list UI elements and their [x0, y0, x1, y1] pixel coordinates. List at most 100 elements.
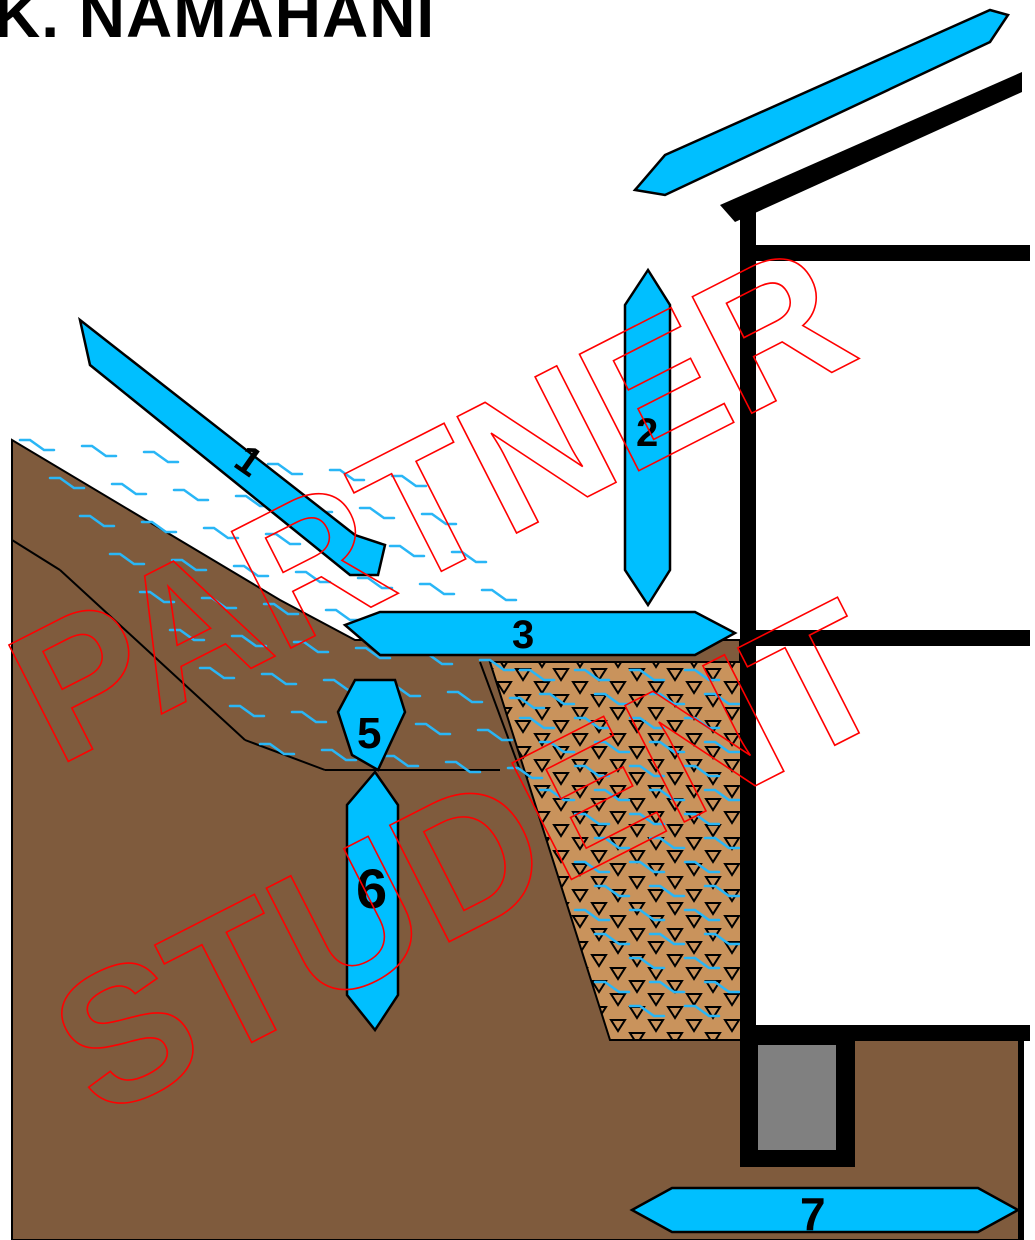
water-dash: [506, 766, 544, 780]
water-dash: [48, 476, 86, 490]
water-dash: [390, 474, 428, 488]
water-dash: [573, 764, 611, 778]
water-dash: [703, 692, 741, 706]
water-dash: [358, 506, 396, 520]
water-dash: [388, 544, 426, 558]
water-dash: [262, 602, 300, 616]
water-dash: [170, 558, 208, 572]
water-dash: [628, 908, 666, 922]
water-dash: [290, 710, 328, 724]
water-dash: [683, 1004, 721, 1018]
water-dash: [593, 980, 631, 994]
water-dash: [593, 932, 631, 946]
label-7: 7: [800, 1188, 826, 1240]
flow-arrows: [78, 8, 1021, 1234]
water-dash: [703, 740, 741, 754]
water-dash: [418, 582, 456, 596]
water-dash: [628, 716, 666, 730]
water-dash: [518, 716, 556, 730]
water-dash: [538, 788, 576, 802]
water-dash: [703, 980, 741, 994]
water-dash: [628, 1004, 666, 1018]
water-dash: [140, 520, 178, 534]
water-dash: [703, 884, 741, 898]
water-dash: [382, 754, 420, 768]
water-dash: [573, 668, 611, 682]
water-dash: [478, 658, 516, 672]
basement-wall: [740, 210, 756, 1030]
water-dash: [593, 740, 631, 754]
water-dash: [703, 932, 741, 946]
arrow-6: [345, 769, 400, 1033]
water-dash: [593, 884, 631, 898]
water-dash: [446, 690, 484, 704]
diagram-title: K. NAMAHANI: [0, 0, 436, 51]
label-5: 5: [357, 709, 381, 758]
water-dash: [573, 860, 611, 874]
water-dash: [80, 444, 118, 458]
water-dash: [648, 884, 686, 898]
water-dash: [200, 596, 238, 610]
water-dash: [142, 450, 180, 464]
water-dash: [538, 740, 576, 754]
water-dash: [648, 692, 686, 706]
water-dash: [538, 692, 576, 706]
arrow-3: [342, 610, 738, 657]
water-dash: [228, 704, 266, 718]
water-dash: [354, 646, 392, 660]
water-dash: [683, 812, 721, 826]
water-dash: [444, 760, 482, 774]
water-dash: [78, 514, 116, 528]
water-dash: [110, 482, 148, 496]
water-dash: [628, 956, 666, 970]
water-dash: [593, 788, 631, 802]
water-dash: [628, 812, 666, 826]
footing-core: [758, 1045, 836, 1150]
water-dash: [230, 634, 268, 648]
water-dash: [356, 576, 394, 590]
arrow-roof: [632, 8, 1010, 197]
water-dash: [703, 836, 741, 850]
arrow-2: [623, 267, 672, 608]
water-dash: [232, 564, 270, 578]
label-6: 6: [356, 857, 387, 920]
water-dash: [593, 692, 631, 706]
building-structure: [720, 72, 1030, 1240]
water-dash: [573, 908, 611, 922]
water-dash: [573, 716, 611, 730]
groundwater-dashes: [18, 438, 741, 1018]
water-dash: [260, 672, 298, 686]
water-dash: [648, 740, 686, 754]
water-dash: [264, 532, 302, 546]
water-dash: [420, 512, 458, 526]
water-dash: [593, 836, 631, 850]
label-2: 2: [636, 411, 658, 455]
water-dash: [683, 908, 721, 922]
arrow-7: [629, 1186, 1021, 1234]
water-dash: [703, 788, 741, 802]
water-dash: [648, 836, 686, 850]
roof-slab: [720, 72, 1022, 222]
water-dash: [450, 550, 488, 564]
water-dash: [648, 788, 686, 802]
water-dash: [266, 462, 304, 476]
water-dash: [683, 716, 721, 730]
water-dash: [508, 696, 546, 710]
water-dash: [628, 860, 666, 874]
upper-floor-line: [740, 245, 1030, 261]
water-dash: [683, 956, 721, 970]
water-dash: [172, 488, 210, 502]
water-dash: [683, 764, 721, 778]
water-dash: [168, 628, 206, 642]
water-dash: [320, 748, 358, 762]
water-dash: [480, 588, 518, 602]
water-dash: [328, 468, 366, 482]
water-dash: [518, 668, 556, 682]
wall-edge: [1018, 1025, 1024, 1240]
water-dash: [683, 668, 721, 682]
middle-floor-line: [740, 630, 1030, 646]
water-dash: [414, 722, 452, 736]
water-dash: [108, 552, 146, 566]
water-dash: [292, 640, 330, 654]
